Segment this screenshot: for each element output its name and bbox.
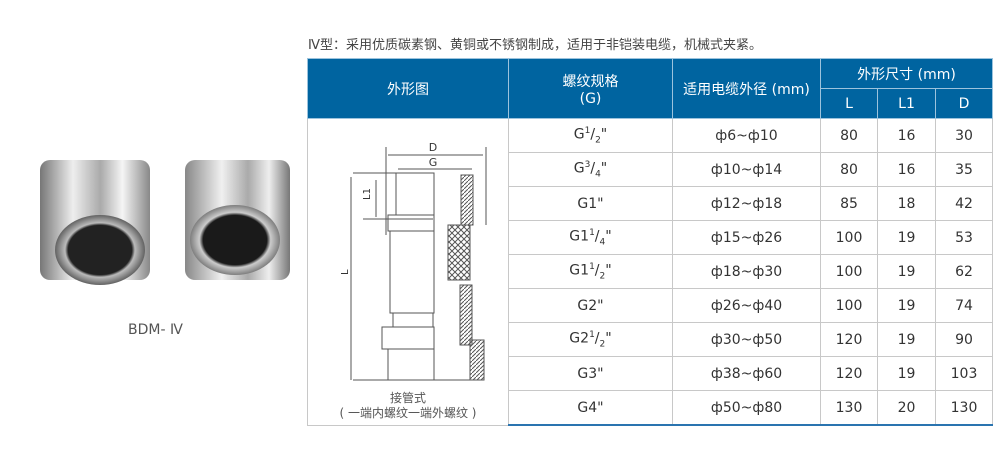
thread-cell: G3/4" xyxy=(508,152,673,187)
thread-cell: G2" xyxy=(508,288,673,323)
D-cell: 35 xyxy=(935,152,993,187)
thread-cell: G1/2" xyxy=(508,118,673,153)
label-G: G xyxy=(429,156,438,169)
L-cell: 100 xyxy=(820,220,878,255)
D-cell: 74 xyxy=(935,288,993,323)
L1-cell: 19 xyxy=(877,220,936,255)
L1-cell: 20 xyxy=(877,390,936,426)
D-cell: 30 xyxy=(935,118,993,153)
L1-cell: 19 xyxy=(877,356,936,391)
L-cell: 80 xyxy=(820,118,878,153)
thread-cell: G11/2" xyxy=(508,254,673,289)
D-cell: 103 xyxy=(935,356,993,391)
thread-cell: G21/2" xyxy=(508,322,673,357)
L1-cell: 19 xyxy=(877,322,936,357)
L1-cell: 18 xyxy=(877,186,936,221)
L-cell: 80 xyxy=(820,152,878,187)
label-D: D xyxy=(429,141,437,154)
cable-cell: ф10~ф14 xyxy=(672,152,821,187)
caption-type: 接管式 xyxy=(389,390,426,405)
cross-section-diagram: D G L1 L xyxy=(340,141,487,381)
L-cell: 100 xyxy=(820,254,878,289)
header-D: D xyxy=(935,88,993,119)
cable-cell: ф6~ф10 xyxy=(672,118,821,153)
L1-cell: 19 xyxy=(877,288,936,323)
L1-cell: 16 xyxy=(877,118,936,153)
cable-cell: ф26~ф40 xyxy=(672,288,821,323)
header-dims: 外形尺寸 (mm) xyxy=(820,58,993,89)
cable-cell: ф30~ф50 xyxy=(672,322,821,357)
caption-detail: ( 一端内螺纹一端外螺纹 ) xyxy=(339,405,477,420)
label-L1: L1 xyxy=(362,188,373,200)
D-cell: 62 xyxy=(935,254,993,289)
L-cell: 130 xyxy=(820,390,878,426)
L1-cell: 19 xyxy=(877,254,936,289)
thread-cell: G3" xyxy=(508,356,673,391)
L1-cell: 16 xyxy=(877,152,936,187)
L-cell: 100 xyxy=(820,288,878,323)
header-thread: 螺纹规格(G) xyxy=(508,58,673,119)
intro-text: Ⅳ型：采用优质碳素钢、黄铜或不锈钢制成，适用于非铠装电缆，机械式夹紧。 xyxy=(308,38,762,53)
label-L: L xyxy=(340,269,351,275)
thread-cell: G11/4" xyxy=(508,220,673,255)
cable-cell: ф15~ф26 xyxy=(672,220,821,255)
thread-cell: G4" xyxy=(508,390,673,426)
header-diagram: 外形图 xyxy=(307,58,509,119)
L-cell: 85 xyxy=(820,186,878,221)
header-cable: 适用电缆外径 (mm) xyxy=(672,58,821,119)
diagram-cell: D G L1 L 接管式( 一端内螺纹一端外螺纹 ) xyxy=(307,118,509,426)
cable-cell: ф12~ф18 xyxy=(672,186,821,221)
thread-cell: G1" xyxy=(508,186,673,221)
header-L1: L1 xyxy=(877,88,936,119)
cable-cell: ф18~ф30 xyxy=(672,254,821,289)
spec-table: 外形图 螺纹规格(G) 适用电缆外径 (mm) 外形尺寸 (mm) L L1 D… xyxy=(307,58,993,426)
L-cell: 120 xyxy=(820,356,878,391)
L-cell: 120 xyxy=(820,322,878,357)
cable-cell: ф38~ф60 xyxy=(672,356,821,391)
D-cell: 90 xyxy=(935,322,993,357)
D-cell: 130 xyxy=(935,390,993,426)
cable-cell: ф50~ф80 xyxy=(672,390,821,426)
D-cell: 53 xyxy=(935,220,993,255)
D-cell: 42 xyxy=(935,186,993,221)
model-label: BDM- Ⅳ xyxy=(128,322,183,338)
header-L: L xyxy=(820,88,878,119)
